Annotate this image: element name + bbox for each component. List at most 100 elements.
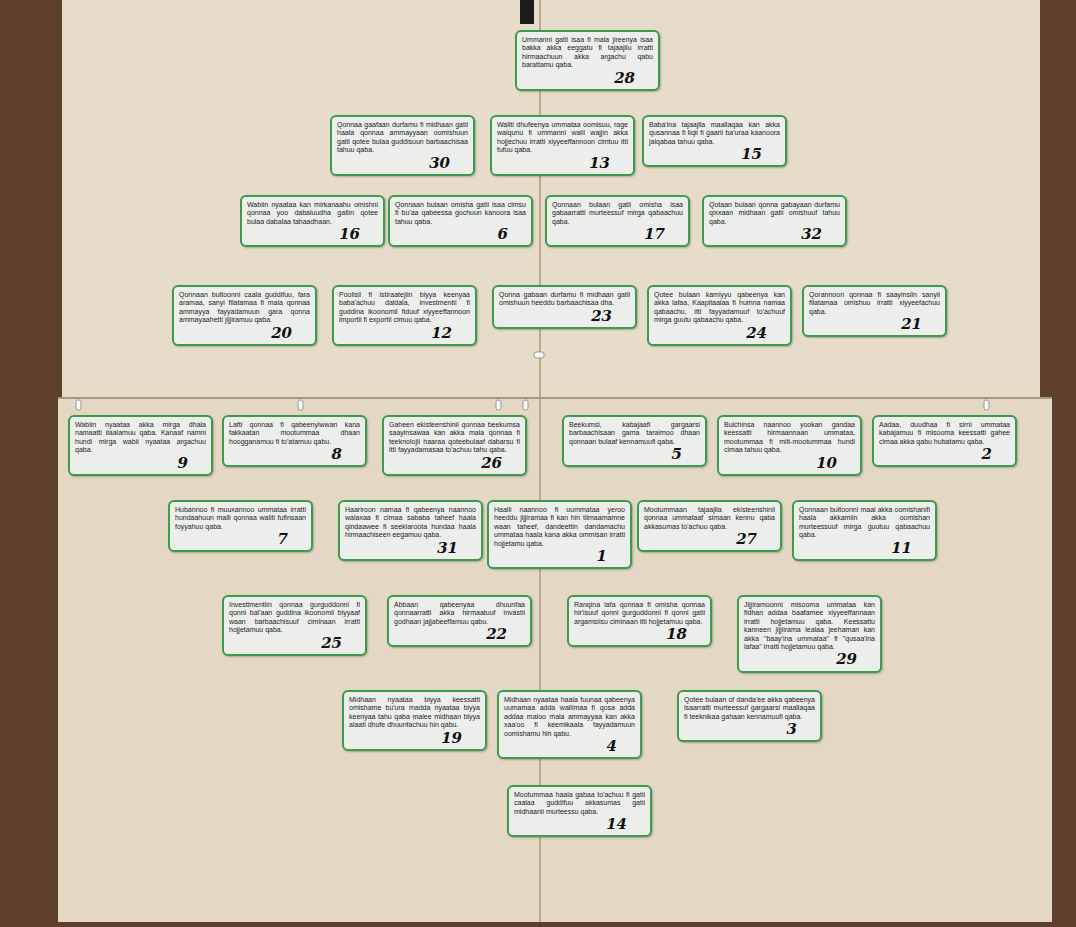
lower-board (58, 398, 1052, 922)
statement-text: Mootummaan tajaajila ekisteenshinii qonn… (644, 506, 775, 531)
statement-text: Qotee bulaan of danda'ee akka qabeenya i… (684, 696, 815, 721)
card-number: 32 (709, 226, 840, 243)
card-number: 15 (649, 146, 780, 163)
upper-board (62, 0, 1040, 398)
card-number: 8 (229, 446, 360, 463)
card-number: 3 (684, 721, 815, 738)
card-number: 25 (229, 635, 360, 652)
card-number: 13 (497, 155, 628, 172)
card-number: 9 (75, 455, 206, 472)
card-number: 16 (247, 226, 378, 243)
card-number: 28 (522, 70, 653, 87)
card-number: 18 (574, 626, 705, 643)
statement-text: Wabiin nyaataa kan mirkanaahu omishni qo… (247, 201, 378, 226)
statement-card: Investimentiin qonnaa gurguddonni fi qon… (222, 595, 367, 656)
statement-text: Poolisii fi istiraatejiin biyya keenyaa … (339, 291, 470, 325)
statement-text: Qonnaa gaafaan durfamu fi midhaan gatii … (337, 121, 468, 155)
card-number: 5 (569, 446, 700, 463)
statement-text: Qotee bulaan kamiyyu qabeenya kan akka l… (654, 291, 785, 325)
card-number: 2 (879, 446, 1010, 463)
statement-text: Ranqina lafa qonnaa fi omisha qonnaa hir… (574, 601, 705, 626)
statement-text: Qonna gabaan durfamu fi midhaan gatii om… (499, 291, 630, 308)
statement-card: Midhaan nyaataa biyya keessatti omishame… (342, 690, 487, 751)
statement-card: Ummanni gatii isaa fi mala jireenya isaa… (515, 30, 660, 91)
statement-card: Haariroon namaa fi qabeenya naannoo wala… (338, 500, 483, 561)
statement-text: Hubannoo fi muuxannoo ummataa irratti hu… (175, 506, 306, 531)
card-number: 31 (345, 540, 476, 557)
statement-card: Qonnaa gaafaan durfamu fi midhaan gatii … (330, 115, 475, 176)
clip (534, 352, 544, 358)
clip (984, 400, 989, 410)
statement-text: Lafti qonnaa fi qabeenyiwwan kana fakkaa… (229, 421, 360, 446)
statement-text: Jijjiramoonni misooma ummataa kan fidhan… (744, 601, 875, 651)
card-number: 11 (799, 540, 930, 557)
statement-text: Qonnaan bultoonni caala guddifuu, fara a… (179, 291, 310, 325)
statement-card: Midhaan nyaataa haala fuunaa qabeenya uu… (497, 690, 642, 759)
statement-card: Qonnaan bulaan omisha gatii isaa cimsu f… (388, 195, 533, 247)
statement-text: Qonnaan bulaan gatii omisha isaa gabaarr… (552, 201, 683, 226)
card-number: 24 (654, 325, 785, 342)
statement-card: Waliti dhufeenya ummataa oomisuu, rage w… (490, 115, 635, 176)
statement-text: Baba'ina tajaajila maallaqaa kan akka qu… (649, 121, 780, 146)
clip (298, 400, 303, 410)
statement-card: Qonnaan bulaan gatii omisha isaa gabaarr… (545, 195, 690, 247)
statement-card: Baba'ina tajaajila maallaqaa kan akka qu… (642, 115, 787, 167)
statement-card: Mootummaa haala gabaa to'achuu fi gatii … (507, 785, 652, 837)
statement-text: Waliti dhufeenya ummataa oomisuu, rage w… (497, 121, 628, 155)
statement-text: Qorannoon qonnaa fi saayinsiin sanyii fi… (809, 291, 940, 316)
card-number: 12 (339, 325, 470, 342)
statement-card: Wabiin nyaataa akka mirga dhala namaatti… (68, 415, 213, 476)
clip (496, 400, 501, 410)
statement-card: Wabiin nyaataa kan mirkanaahu omishni qo… (240, 195, 385, 247)
statement-card: Beekumsi, kabajaafi gargaarsi barbaachis… (562, 415, 707, 467)
card-number: 30 (337, 155, 468, 172)
statement-card: Abbaan qabeenyaa dhuunfaa qonnaarratti a… (387, 595, 532, 647)
statement-card: Ranqina lafa qonnaa fi omisha qonnaa hir… (567, 595, 712, 647)
statement-text: Investimentiin qonnaa gurguddonni fi qon… (229, 601, 360, 635)
statement-card: Qorannoon qonnaa fi saayinsiin sanyii fi… (802, 285, 947, 337)
card-number: 23 (499, 308, 630, 325)
card-number: 4 (504, 738, 635, 755)
card-number: 17 (552, 226, 683, 243)
statement-text: Haalli naannoo fi uummataa yeroo heeddu … (494, 506, 625, 548)
strap (520, 0, 534, 24)
statement-card: Poolisii fi istiraatejiin biyya keenyaa … (332, 285, 477, 346)
statement-card: Hubannoo fi muuxannoo ummataa irratti hu… (168, 500, 313, 552)
statement-card: Jijjiramoonni misooma ummataa kan fidhan… (737, 595, 882, 673)
statement-card: Haalli naannoo fi uummataa yeroo heeddu … (487, 500, 632, 569)
board-seam (58, 397, 1052, 399)
card-number: 20 (179, 325, 310, 342)
card-number: 26 (389, 455, 520, 472)
statement-card: Lafti qonnaa fi qabeenyiwwan kana fakkaa… (222, 415, 367, 467)
statement-text: Mootummaa haala gabaa to'achuu fi gatii … (514, 791, 645, 816)
card-number: 10 (724, 455, 855, 472)
statement-text: Aadaa, duudhaa fi sirni ummataa kabajamu… (879, 421, 1010, 446)
statement-text: Midhaan nyaataa haala fuunaa qabeenya uu… (504, 696, 635, 738)
statement-card: Qotaan bulaan qonna gabayaan durfamu qix… (702, 195, 847, 247)
statement-text: Wabiin nyaataa akka mirga dhala namaatti… (75, 421, 206, 455)
statement-text: Ummanni gatii isaa fi mala jireenya isaa… (522, 36, 653, 70)
card-number: 1 (494, 548, 625, 565)
statement-text: Qotaan bulaan qonna gabayaan durfamu qix… (709, 201, 840, 226)
statement-text: Bulchinsa naannoo yookan gandaa keessatt… (724, 421, 855, 455)
card-number: 19 (349, 730, 480, 747)
statement-card: Bulchinsa naannoo yookan gandaa keessatt… (717, 415, 862, 476)
statement-card: Qotee bulaan kamiyyu qabeenya kan akka l… (647, 285, 792, 346)
clip (76, 400, 81, 410)
board-seam (539, 398, 541, 922)
card-number: 27 (644, 531, 775, 548)
statement-text: Abbaan qabeenyaa dhuunfaa qonnaarratti a… (394, 601, 525, 626)
statement-text: Gaheen ekisteenshinii qonnaa beekumsa sa… (389, 421, 520, 455)
card-number: 6 (395, 226, 526, 243)
card-number: 14 (514, 816, 645, 833)
card-number: 29 (744, 651, 875, 668)
statement-card: Mootummaan tajaajila ekisteenshinii qonn… (637, 500, 782, 552)
statement-text: Haariroon namaa fi qabeenya naannoo wala… (345, 506, 476, 540)
statement-text: Beekumsi, kabajaafi gargaarsi barbaachis… (569, 421, 700, 446)
card-number: 7 (175, 531, 306, 548)
statement-card: Qonna gabaan durfamu fi midhaan gatii om… (492, 285, 637, 329)
statement-card: Aadaa, duudhaa fi sirni ummataa kabajamu… (872, 415, 1017, 467)
statement-text: Qonnaan bultoonni maal akka oomishanifi … (799, 506, 930, 540)
card-number: 22 (394, 626, 525, 643)
